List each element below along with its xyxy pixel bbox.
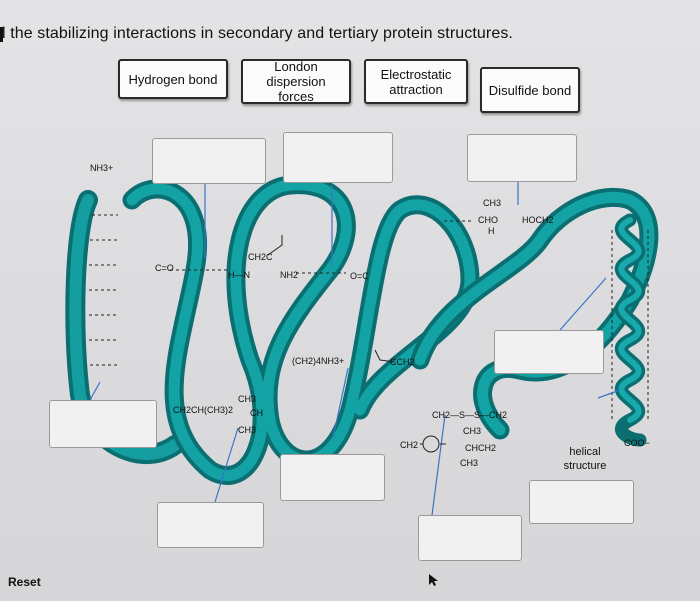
label-cch2: CCH2 bbox=[390, 357, 415, 367]
drop-slot-5[interactable] bbox=[494, 330, 604, 374]
choice-label: London dispersion forces bbox=[266, 59, 326, 104]
label-nh2: NH2 bbox=[280, 270, 299, 280]
pointer-lines bbox=[89, 182, 621, 516]
label-ch-left: CH bbox=[250, 408, 263, 418]
label-carbonyl-mid: O=C bbox=[350, 271, 369, 281]
title-marker bbox=[0, 27, 3, 42]
drop-slot-1[interactable] bbox=[152, 138, 266, 184]
drop-slot-9[interactable] bbox=[418, 515, 522, 561]
label-ch3-left2: CH3 bbox=[238, 425, 257, 435]
label-c-terminus: COO− bbox=[624, 438, 650, 448]
helix-hbond-dashes bbox=[611, 230, 649, 420]
label-isobutyl: CH2CH(CH3)2 bbox=[173, 405, 234, 415]
label-hoch2: HOCH2 bbox=[522, 215, 554, 225]
label-carbonyl-left: C=O bbox=[155, 263, 174, 273]
label-ch3-r2: CH3 bbox=[460, 458, 479, 468]
ribbon-strand-left-face bbox=[69, 194, 181, 461]
label-h-top: H bbox=[488, 226, 495, 236]
drop-slot-8[interactable] bbox=[529, 480, 634, 524]
label-n-terminus: NH3+ bbox=[90, 163, 114, 173]
drop-slot-7[interactable] bbox=[157, 502, 264, 548]
drop-slot-3[interactable] bbox=[467, 134, 577, 182]
label-amide-nh: H—N bbox=[228, 270, 250, 280]
label-ch3-top: CH3 bbox=[483, 198, 502, 208]
choice-disulfide-bond[interactable]: Disulfide bond bbox=[480, 67, 580, 113]
label-ch2c: CH2C bbox=[248, 252, 273, 262]
drop-slot-4[interactable] bbox=[49, 400, 157, 448]
choice-label: Hydrogen bond bbox=[128, 71, 218, 87]
cursor-icon bbox=[429, 574, 438, 586]
ribbon-helix-face bbox=[618, 217, 642, 423]
chem-bonds bbox=[267, 235, 446, 453]
label-ch3-left: CH3 bbox=[238, 394, 257, 404]
choice-electrostatic[interactable]: Electrostatic attraction bbox=[364, 59, 468, 104]
label-helical-structure: helical structure bbox=[563, 446, 607, 472]
page-title: l the stabilizing interactions in second… bbox=[2, 25, 513, 42]
sheet-hbond-dashes bbox=[89, 214, 472, 366]
label-disulfide: CH2—S—S—CH2 bbox=[432, 410, 508, 420]
choice-hydrogen-bond[interactable]: Hydrogen bond bbox=[118, 59, 228, 99]
choice-london-dispersion[interactable]: London dispersion forces bbox=[241, 59, 351, 104]
label-cho: CHO bbox=[478, 215, 498, 225]
label-lysine: (CH2)4NH3+ bbox=[292, 356, 345, 366]
choice-label: Disulfide bond bbox=[488, 82, 572, 98]
label-chch2: CHCH2 bbox=[465, 443, 497, 453]
label-ch3-r1: CH3 bbox=[463, 426, 482, 436]
drop-slot-6[interactable] bbox=[280, 454, 385, 501]
choice-label: Electrostatic attraction bbox=[380, 66, 452, 97]
reset-button[interactable]: Reset bbox=[8, 575, 41, 589]
drop-slot-2[interactable] bbox=[283, 132, 393, 183]
label-ch2-ring: CH2 bbox=[400, 440, 419, 450]
ribbon-main-loop-face bbox=[126, 179, 476, 481]
